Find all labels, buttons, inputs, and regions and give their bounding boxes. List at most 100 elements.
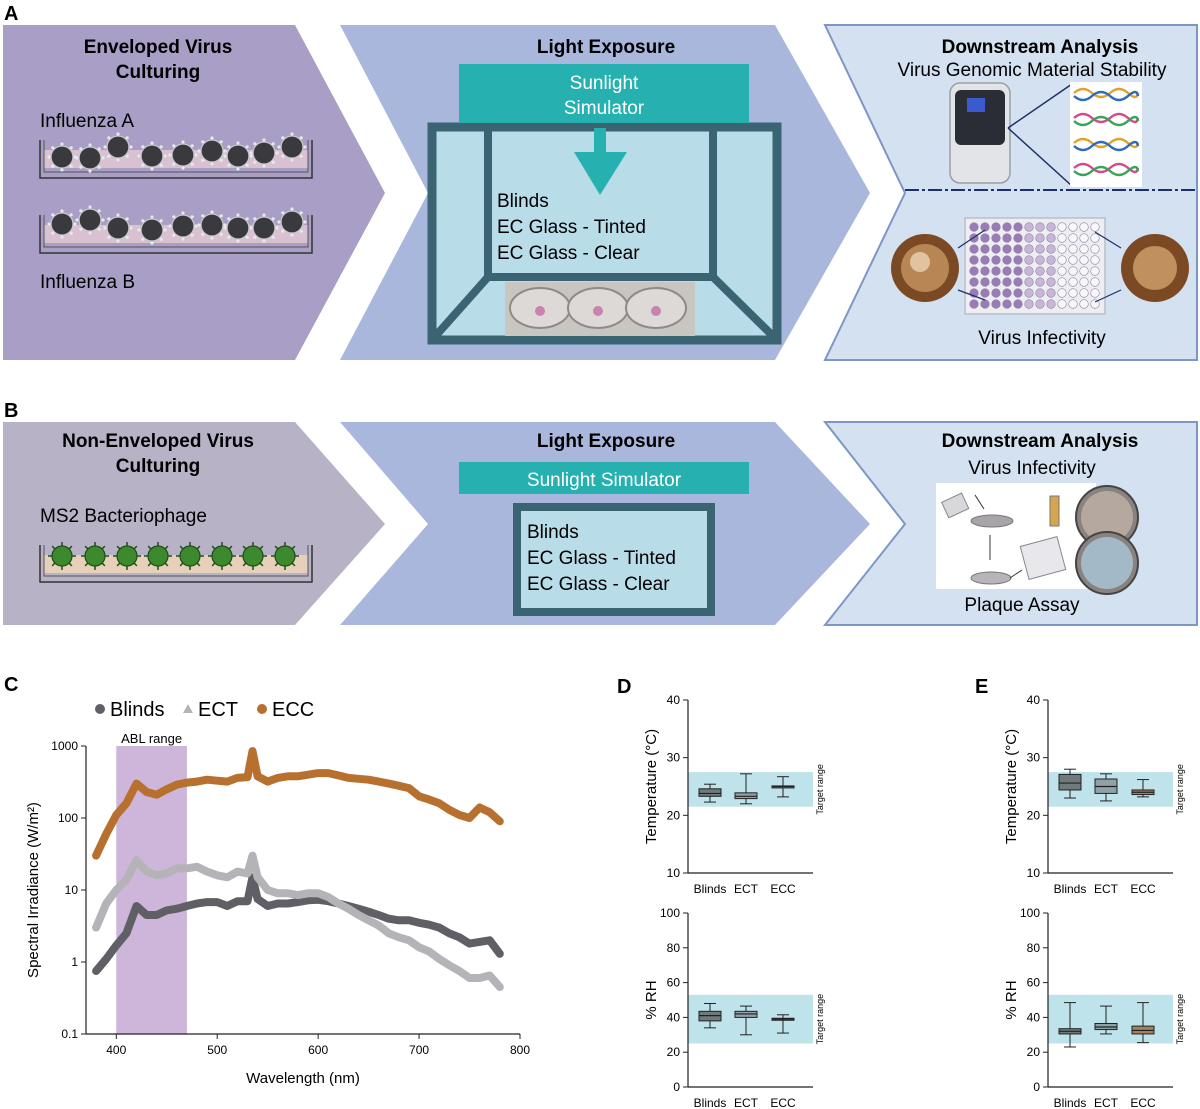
virus-spike (101, 218, 105, 222)
y-tick-label: 100 (1020, 906, 1040, 920)
plate-well (980, 244, 990, 254)
plate-well (991, 288, 1001, 298)
plate-well (1035, 222, 1045, 232)
plate-well (1068, 222, 1078, 232)
virus-spike (129, 226, 133, 230)
plate-well (1035, 255, 1045, 265)
a-condition-blinds: Blinds (497, 191, 549, 212)
series-line-ecc (92, 747, 504, 860)
virus-spike (262, 164, 266, 168)
ms2-dish (39, 545, 313, 583)
virus-spike (47, 155, 51, 159)
plate-well (991, 266, 1001, 276)
virus-spike (201, 140, 205, 144)
virus-spike (97, 165, 101, 169)
plate-well (980, 233, 990, 243)
virus-particle-icon (280, 210, 304, 234)
plate-well (1068, 299, 1078, 309)
virus-spike (163, 228, 167, 232)
ms2-particle-icon (179, 545, 201, 567)
x-tick-label: ECC (1130, 882, 1156, 896)
virus-spike (181, 237, 185, 241)
plate-well (1013, 288, 1023, 298)
plate-well (1046, 255, 1056, 265)
zoom-line (1007, 127, 1073, 187)
legend-label: ECT (198, 699, 238, 721)
virus-spike (210, 236, 214, 240)
panel-b-letter: B (4, 400, 18, 422)
virus-spike (172, 215, 176, 219)
ms2-spike (228, 545, 233, 550)
y-tick-label: 10 (667, 866, 681, 880)
virus-spike (290, 233, 294, 237)
virus-spike (271, 160, 275, 164)
virus-spike (262, 138, 266, 142)
plate-well (1002, 299, 1012, 309)
virus-spike (299, 229, 303, 233)
target-range-label: Target range (1175, 994, 1185, 1045)
plate-well (1057, 277, 1067, 287)
x-tick-label: ECC (1130, 1096, 1156, 1109)
virus-spike (281, 229, 285, 233)
virus-spike (88, 205, 92, 209)
zoom-line (1094, 231, 1122, 249)
virus-spike (281, 211, 285, 215)
plate-well (1079, 277, 1089, 287)
virus-spike (181, 140, 185, 144)
virus-spike (219, 232, 223, 236)
y-tick-label: 40 (667, 1010, 681, 1024)
panel-d-letter: D (617, 676, 631, 698)
virus-spike (253, 217, 257, 221)
plate-well (1013, 244, 1023, 254)
virus-particle-icon (171, 214, 195, 238)
plate-well (1035, 277, 1045, 287)
virus-spike (150, 167, 154, 171)
virus-spike (236, 167, 240, 171)
virus-spike (249, 151, 253, 155)
legend-marker (257, 704, 267, 714)
ms2-spike (101, 545, 106, 550)
virus-spike (150, 141, 154, 145)
zoom-line (1007, 83, 1073, 129)
virus-spike (197, 149, 201, 153)
ms2-spike (196, 545, 201, 550)
plate-well (1013, 255, 1023, 265)
plate-well (991, 255, 1001, 265)
y-tick-label: 20 (667, 1045, 681, 1059)
virus-spike (141, 163, 145, 167)
y-tick-label: 10 (65, 883, 79, 897)
plate-well (1035, 266, 1045, 276)
virus-spike (223, 154, 227, 158)
virus-spike (73, 222, 77, 226)
b-condition-tinted: EC Glass - Tinted (527, 548, 676, 569)
ms2-spike (228, 562, 233, 567)
plate-well (991, 244, 1001, 254)
y-tick-label: 30 (667, 751, 681, 765)
virus-spike (51, 231, 55, 235)
virus-spike (223, 226, 227, 230)
plate-well (1068, 255, 1078, 265)
virus-spike (245, 163, 249, 167)
virus-spike (75, 218, 79, 222)
y-axis-title: % RH (1003, 980, 1020, 1019)
virus-spike (172, 233, 176, 237)
virus-spike (163, 154, 167, 158)
plaque-assay-workflow-icon (936, 483, 1096, 589)
series-line-ect (92, 851, 504, 991)
x-tick-label: 800 (510, 1043, 530, 1057)
x-tick-label: ECC (770, 882, 796, 896)
rna-strands-icon (1070, 82, 1142, 187)
virus-spike (107, 136, 111, 140)
plate-well (969, 255, 979, 265)
virus-spike (69, 164, 73, 168)
x-tick-label: ECC (770, 1096, 796, 1109)
virus-spike (79, 209, 83, 213)
virus-spike (219, 158, 223, 162)
plate-well (1002, 277, 1012, 287)
ms2-spike (291, 562, 296, 567)
plate-well (1079, 299, 1089, 309)
plate-well (991, 233, 1001, 243)
plate-well (1046, 222, 1056, 232)
y-tick-label: 1 (71, 955, 78, 969)
